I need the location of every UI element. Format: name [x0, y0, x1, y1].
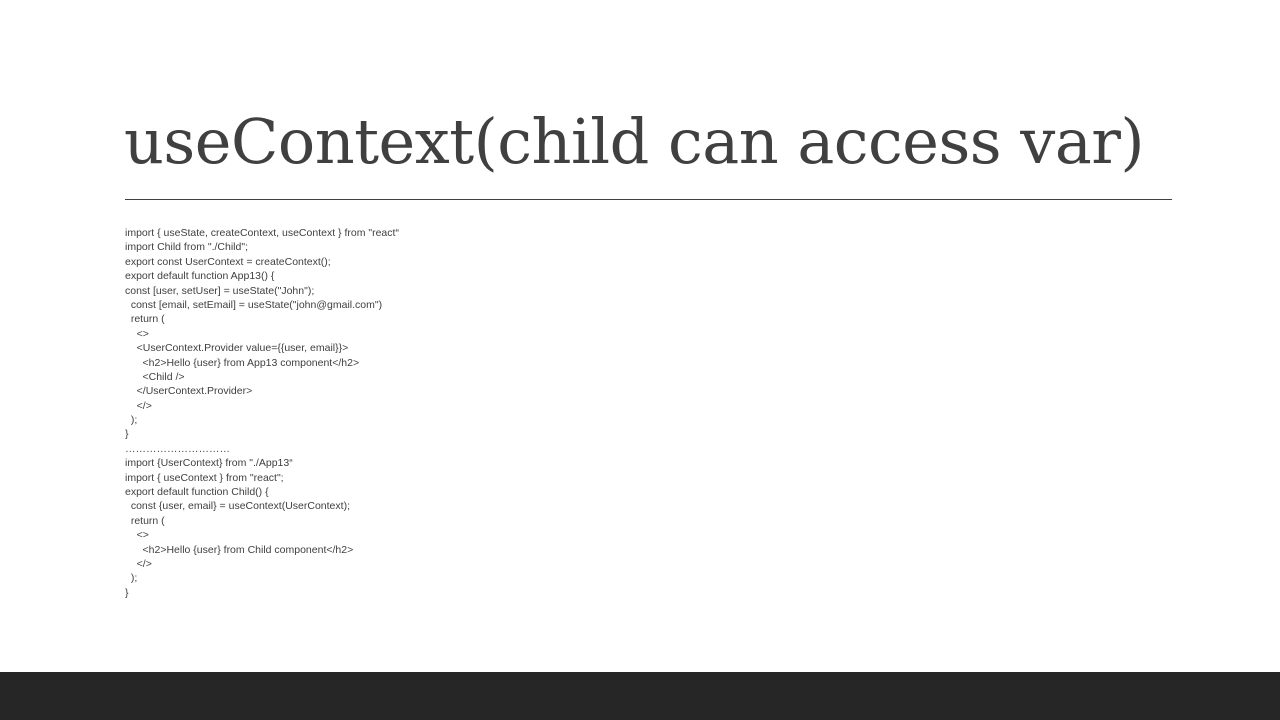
code-line: ………………………… — [125, 442, 230, 455]
code-line: </> — [125, 557, 152, 570]
code-line: } — [125, 428, 129, 441]
code-line: </> — [125, 399, 152, 412]
code-line: <> — [125, 327, 149, 340]
title-divider — [125, 199, 1172, 200]
code-line: export const UserContext = createContext… — [125, 255, 331, 268]
code-line: return ( — [125, 514, 165, 527]
slide-title: useContext(child can access var) — [124, 105, 1145, 178]
code-line: export default function Child() { — [125, 486, 269, 499]
footer-bar — [0, 672, 1280, 720]
code-line: const [user, setUser] = useState("John")… — [125, 284, 315, 297]
code-line: import { useState, createContext, useCon… — [125, 227, 399, 239]
code-block: import { useState, createContext, useCon… — [125, 226, 399, 600]
code-line: <h2>Hello {user} from Child component</h… — [125, 543, 354, 556]
code-line: return ( — [125, 313, 165, 326]
code-line: import Child from "./Child"; — [125, 241, 248, 254]
code-line: const {user, email} = useContext(UserCon… — [125, 500, 350, 513]
code-line: <UserContext.Provider value={{user, emai… — [125, 342, 349, 355]
code-line: </UserContext.Provider> — [125, 385, 253, 398]
code-line: ); — [125, 572, 138, 585]
code-line: ); — [125, 414, 138, 427]
code-line: <> — [125, 529, 149, 542]
code-line: } — [125, 586, 129, 599]
code-line: import { useContext } from "react"; — [125, 471, 284, 484]
code-line: <h2>Hello {user} from App13 component</h… — [125, 356, 360, 369]
code-line: const [email, setEmail] = useState("john… — [125, 298, 383, 311]
code-line: <Child /> — [125, 370, 185, 383]
code-line: export default function App13() { — [125, 270, 275, 283]
code-line: import {UserContext} from "./App13“ — [125, 457, 293, 470]
